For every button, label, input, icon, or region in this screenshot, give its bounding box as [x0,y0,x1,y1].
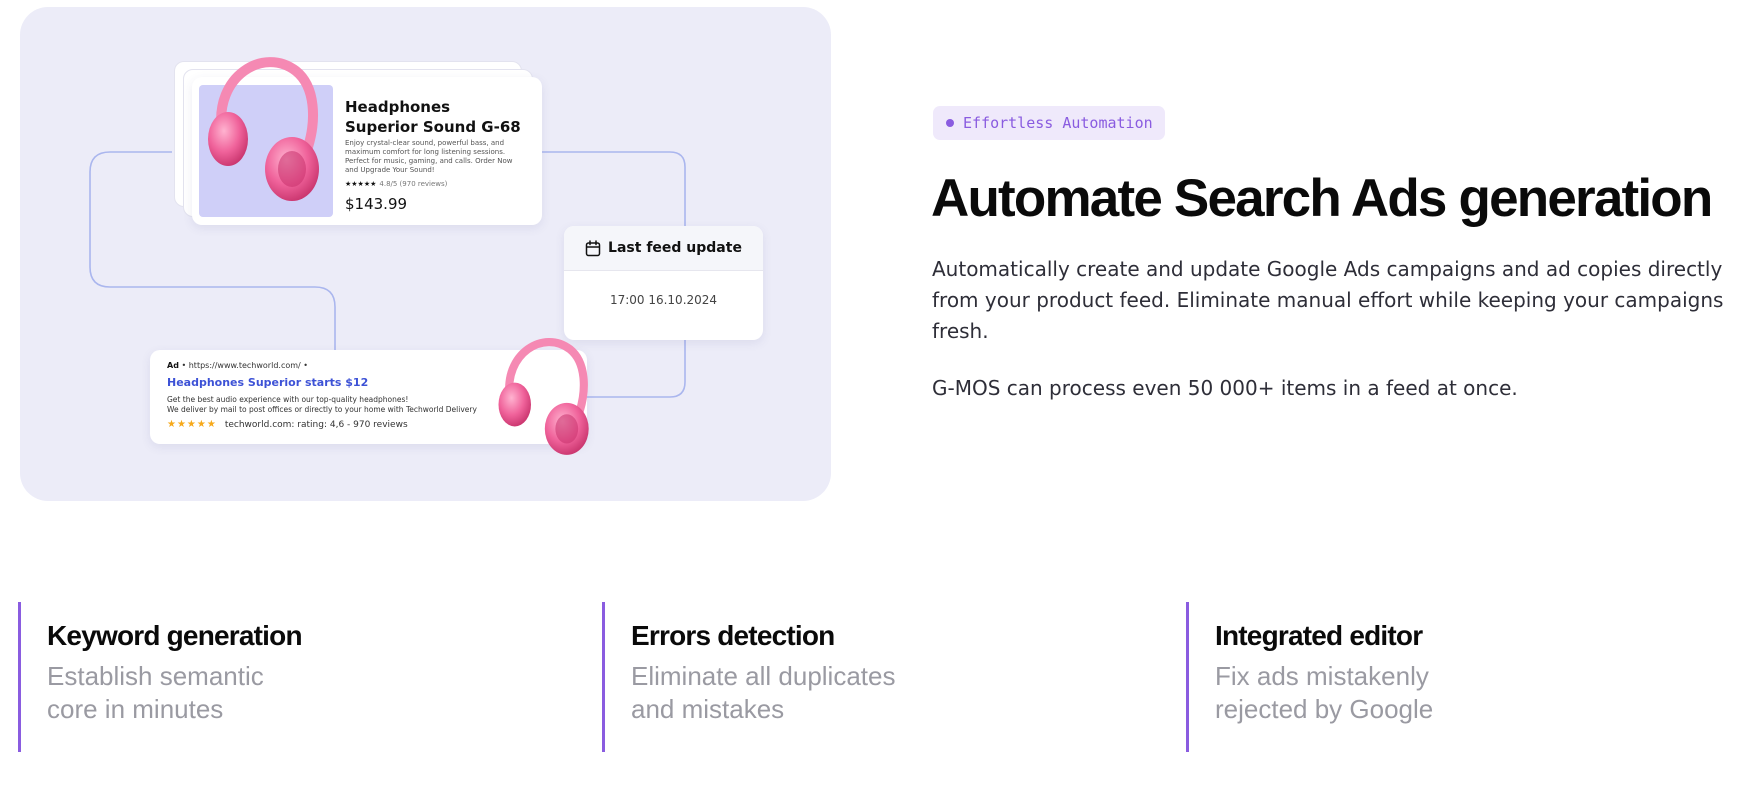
ad-url: • https://www.techworld.com/ • [181,361,308,370]
illustration-panel: Headphones Superior Sound G-68 Enjoy cry… [20,7,831,501]
feature-title: Keyword generation [47,620,303,651]
headphones-icon [498,337,589,455]
feature-description-line1: Eliminate all duplicates [631,661,896,691]
product-rating: ★★★★★4.8/5 (970 reviews) [345,180,447,188]
product-name-line1: Headphones [345,98,451,116]
feature-title: Errors detection [631,620,835,651]
product-name-line2: Superior Sound G-68 [345,118,521,136]
headphones-icon [208,57,319,201]
product-description: Enjoy crystal-clear sound, powerful bass… [345,139,513,174]
product-rating-stars: ★★★★★ [345,180,377,188]
product-price: $143.99 [345,195,408,213]
connector-lines [89,151,686,398]
feature-errors-detection: Errors detection Eliminate all duplicate… [602,602,1122,752]
badge-label: Effortless Automation [963,114,1153,132]
feature-description-line1: Establish semantic [47,661,264,691]
feed-update-card: Last feed update 17:00 16.10.2024 [564,226,763,340]
section-headline: Automate Search Ads generation [931,169,1713,228]
ad-description: Get the best audio experience with our t… [167,395,497,415]
feature-description: Establish semantic core in minutes [47,660,367,726]
section-intro: Automatically create and update Google A… [932,257,1724,343]
section-note: G-MOS can process even 50 000+ items in … [932,376,1518,400]
feature-description-line2: core in minutes [47,694,224,724]
ad-label: Ad [167,361,179,370]
ad-rating-text: techworld.com: rating: 4,6 - 970 reviews [224,419,408,430]
ad-url-line: Ad • https://www.techworld.com/ • [167,361,308,370]
section-badge: Effortless Automation [933,106,1165,140]
feature-keyword-generation: Keyword generation Establish semantic co… [18,602,538,752]
feed-update-header: Last feed update [564,226,763,271]
ad-headline: Headphones Superior starts $12 [167,376,369,389]
product-name: Headphones Superior Sound G-68 [345,97,535,137]
product-card: Headphones Superior Sound G-68 Enjoy cry… [192,77,542,225]
feature-description: Eliminate all duplicates and mistakes [631,660,951,726]
feature-description-line2: rejected by Google [1215,694,1434,724]
ad-rating: ★★★★★ techworld.com: rating: 4,6 - 970 r… [167,419,408,430]
ad-description-line1: Get the best audio experience with our t… [167,395,409,404]
ad-description-line2: We deliver by mail to post offices or di… [167,405,477,414]
feature-description-line1: Fix ads mistakenly [1215,661,1429,691]
feature-integrated-editor: Integrated editor Fix ads mistakenly rej… [1186,602,1706,752]
feature-title: Integrated editor [1215,620,1423,651]
badge-dot-icon [946,119,954,127]
ad-rating-stars: ★★★★★ [167,419,217,430]
calendar-icon [585,239,601,256]
feature-description: Fix ads mistakenly rejected by Google [1215,660,1535,726]
feed-update-title: Last feed update [608,240,742,256]
product-rating-text: 4.8/5 (970 reviews) [379,180,448,188]
feature-description-line2: and mistakes [631,694,785,724]
feed-update-timestamp: 17:00 16.10.2024 [609,293,718,307]
